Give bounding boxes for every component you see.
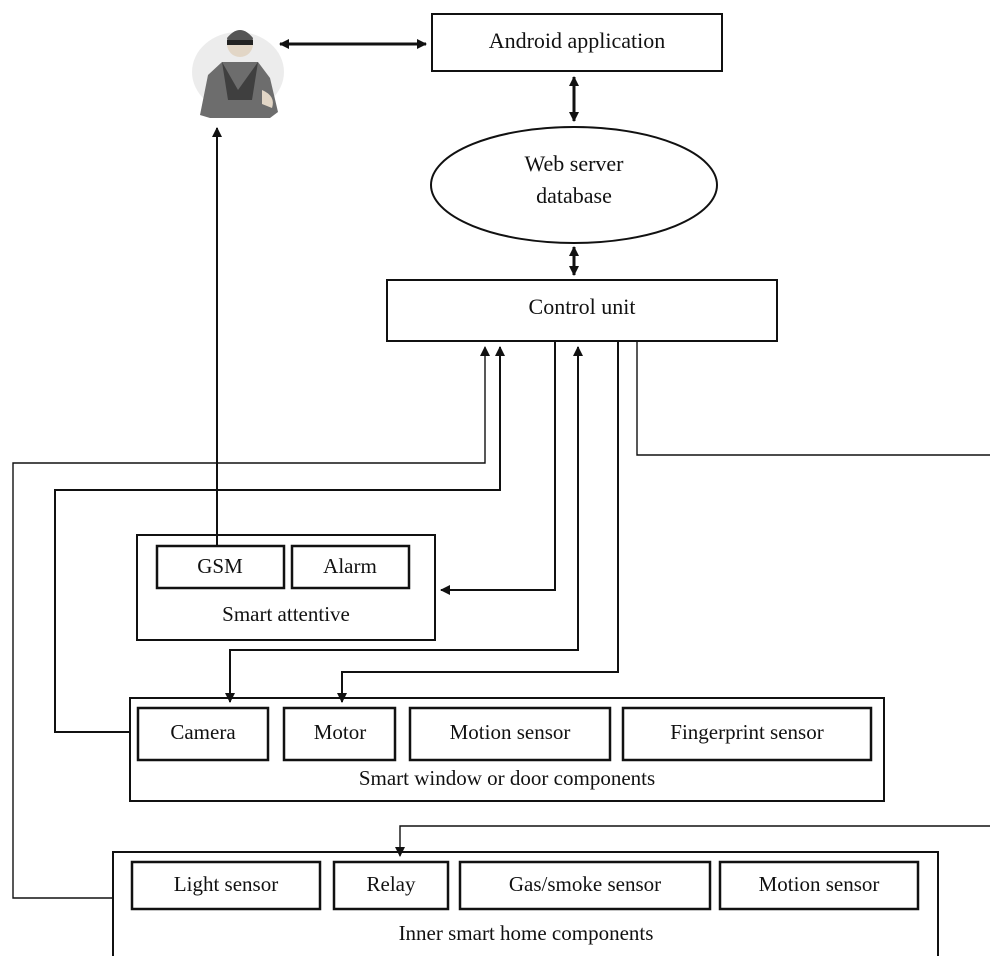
- fingerprint-sensor-node: [621, 706, 873, 762]
- gsm-label: GSM: [197, 554, 243, 578]
- motion-sensor-label: Motion sensor: [450, 720, 571, 744]
- android-app-node: Android application: [431, 13, 723, 72]
- inner-motion-sensor-node: [718, 860, 920, 911]
- fingerprint-sensor-label: Fingerprint sensor: [670, 720, 823, 744]
- relay-feed-arrow: [395, 825, 990, 857]
- camera-control-arrow: [225, 346, 583, 703]
- user-figure-icon: [192, 30, 284, 118]
- web-server-label-line2: database: [536, 183, 612, 208]
- motor-label: Motor: [314, 720, 367, 744]
- window-door-title: Smart window or door components: [359, 766, 655, 790]
- motor-node: [282, 706, 397, 762]
- inner-motion-sensor-label: Motion sensor: [759, 872, 880, 896]
- smart-attentive-group: GSM Alarm Smart attentive: [136, 534, 436, 641]
- inner-home-group: Light sensor Relay Gas/smoke sensor Moti…: [112, 851, 939, 956]
- window-door-group: Camera Motor Motion sensor Fingerprint s…: [129, 697, 885, 802]
- control-unit-node: Control unit: [386, 279, 778, 342]
- motion-sensor-node: [408, 706, 612, 762]
- smart-attentive-title: Smart attentive: [222, 602, 350, 626]
- web-server-label-line1: Web server: [524, 151, 624, 176]
- gas-smoke-sensor-node: [458, 860, 712, 911]
- camera-label: Camera: [170, 720, 236, 744]
- web-server-node: Web server database: [430, 126, 718, 244]
- inner-home-title: Inner smart home components: [399, 921, 654, 945]
- control-relay-arrow: [636, 341, 990, 456]
- gas-smoke-sensor-label: Gas/smoke sensor: [509, 872, 661, 896]
- relay-node: [332, 860, 450, 911]
- camera-node: [136, 706, 270, 762]
- relay-label: Relay: [367, 872, 416, 896]
- android-app-label: Android application: [489, 28, 666, 53]
- light-sensor-label: Light sensor: [174, 872, 278, 896]
- alarm-label: Alarm: [323, 554, 377, 578]
- light-sensor-node: [130, 860, 322, 911]
- control-motor-arrow: [337, 341, 619, 703]
- control-attentive-arrow: [440, 341, 556, 595]
- control-unit-label: Control unit: [529, 294, 636, 319]
